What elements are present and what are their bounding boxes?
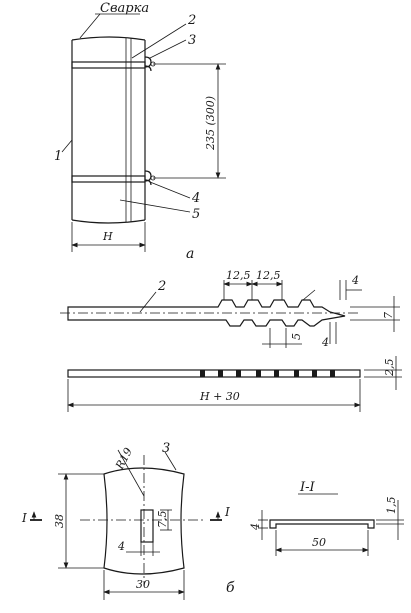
radius-leader <box>117 449 145 497</box>
section-title: I-I <box>299 480 316 495</box>
dim-width: H <box>102 230 113 243</box>
dim-pitch-1: 12,5 <box>226 269 251 282</box>
weld-label: Сварка <box>100 1 149 16</box>
dim-tip-width: 4 <box>351 274 359 287</box>
dim-length: H + 30 <box>199 390 240 403</box>
leader-3-b <box>164 451 177 471</box>
dim-pitch-2: 12,5 <box>256 269 281 282</box>
slot <box>140 509 154 543</box>
bar-side-slots <box>200 370 335 377</box>
bar-outline <box>67 299 346 327</box>
dim-width-b: 30 <box>136 578 150 591</box>
panel-outline <box>71 36 146 224</box>
callout-4: 4 <box>191 191 200 206</box>
dim-tip-offset: 7 <box>382 312 395 319</box>
clip-plate-outline <box>103 467 185 575</box>
bar-side <box>67 369 361 378</box>
section-profile <box>269 519 375 529</box>
callout-5: 5 <box>192 207 200 222</box>
leader-2 <box>131 23 187 59</box>
part-2-side-view: 2,5 H + 30 <box>67 356 402 412</box>
leader-4 <box>149 181 191 199</box>
dim-height: 235 (300) <box>204 96 217 151</box>
dim-slot-width: 4 <box>117 540 125 553</box>
dim-height-b: 38 <box>53 514 66 528</box>
dim-width-s: 50 <box>312 536 326 549</box>
strap-bottom <box>71 175 146 183</box>
section-label-left: I <box>21 511 27 525</box>
dim-flange: 4 <box>249 523 262 531</box>
section-label-right: I <box>224 505 230 519</box>
dim-thickness: 2,5 <box>383 359 396 378</box>
callout-part-2: 2 <box>157 279 166 294</box>
callout-3-b: 3 <box>162 441 170 456</box>
leader-3 <box>149 39 187 59</box>
dim-slot: 5 <box>290 333 303 340</box>
dim-notch: 4 <box>321 336 329 349</box>
view-a: Сварка 2 3 1 4 5 235 (300) H а <box>54 1 226 262</box>
callout-2: 2 <box>187 13 196 28</box>
leader-5 <box>119 199 191 213</box>
view-b: 3 R19 38 7,5 4 30 I I б <box>21 441 235 600</box>
caption-a: а <box>186 246 194 262</box>
weld-leader <box>79 13 101 39</box>
leader-1 <box>61 139 73 153</box>
section-i-i: I-I 1,5 4 50 <box>249 480 404 556</box>
dim-slot-height: 7,5 <box>156 511 169 529</box>
leader-part-2 <box>139 291 157 313</box>
leader-7 <box>302 289 316 301</box>
part-2: 2 12,5 12,5 4 7 5 4 <box>60 269 400 349</box>
callout-3: 3 <box>188 33 196 48</box>
strap-top <box>71 61 146 69</box>
dim-thickness-s: 1,5 <box>385 497 398 515</box>
caption-b: б <box>226 580 235 596</box>
callout-1: 1 <box>54 149 62 164</box>
